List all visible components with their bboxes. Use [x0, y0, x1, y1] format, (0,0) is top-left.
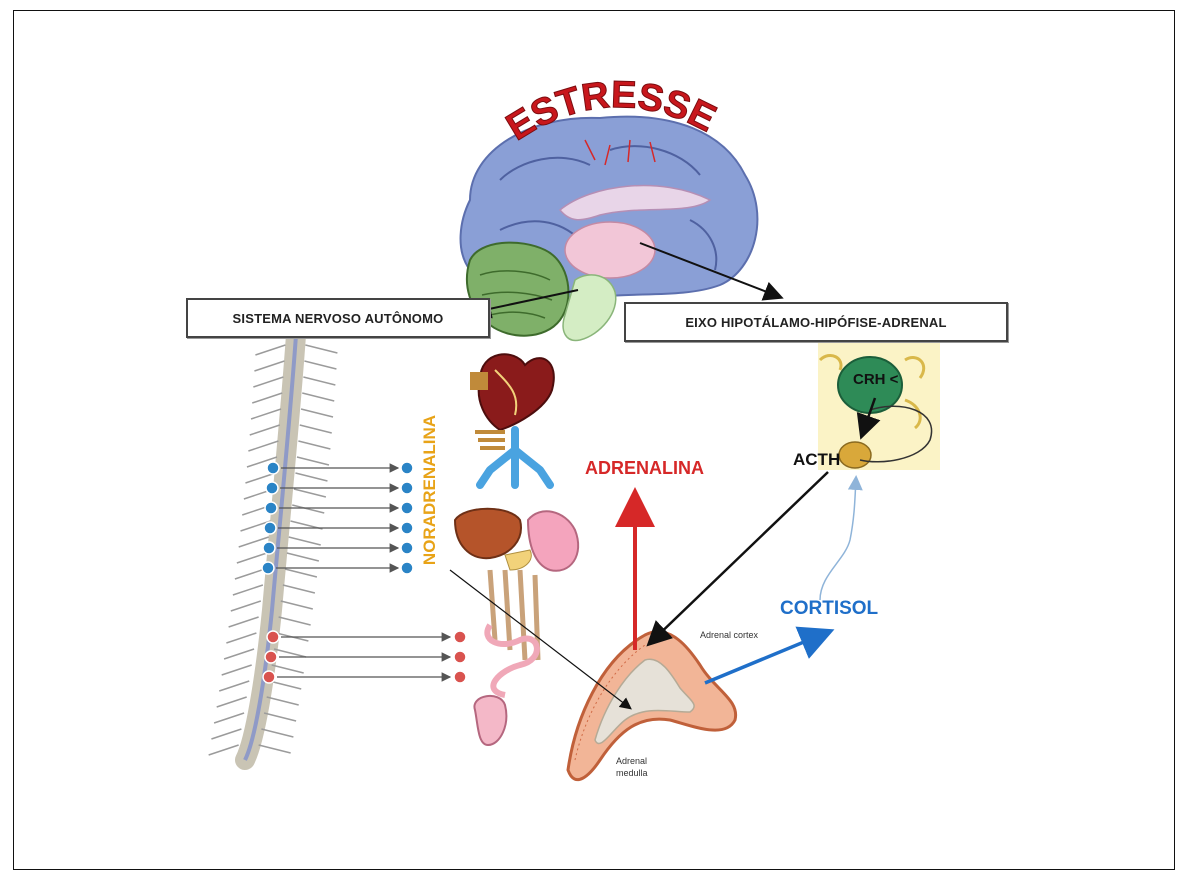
parasympathetic-ganglion: [454, 651, 466, 663]
heart-illustration: [470, 354, 554, 430]
sympathetic-ganglion: [401, 502, 413, 514]
arrow-cortisol-feedback: [820, 478, 856, 600]
sympathetic-ganglion: [401, 542, 413, 554]
hpa-label: EIXO HIPOTÁLAMO-HIPÓFISE-ADRENAL: [685, 315, 946, 330]
adrenal-cortex-label: Adrenal cortex: [700, 630, 758, 640]
sympathetic-ganglion: [401, 462, 413, 474]
parasympathetic-ganglion: [454, 671, 466, 683]
bladder-illustration: [474, 696, 506, 745]
sympathetic-ganglion: [401, 522, 413, 534]
adrenalina-label: ADRENALINA: [585, 458, 704, 479]
crh-label: CRH <: [853, 371, 898, 388]
cortisol-label: CORTISOL: [780, 598, 878, 620]
sna-box: SISTEMA NERVOSO AUTÔNOMO: [186, 298, 490, 338]
liver-stomach-illustration: [455, 509, 578, 571]
parasympathetic-ganglion: [263, 671, 275, 683]
sympathetic-ganglion: [401, 482, 413, 494]
sympathetic-ganglion: [266, 482, 278, 494]
parasympathetic-ganglion: [267, 631, 279, 643]
sympathetic-ganglion: [263, 542, 275, 554]
intestine-illustration: [487, 570, 538, 695]
arrow-nerve-to-adrenal: [450, 570, 630, 708]
acth-label: ACTH: [793, 450, 840, 470]
sympathetic-ganglion: [267, 462, 279, 474]
adrenal-medulla-label: Adrenal: [616, 756, 647, 766]
hpa-box: EIXO HIPOTÁLAMO-HIPÓFISE-ADRENAL: [624, 302, 1008, 342]
parasympathetic-ganglion: [265, 651, 277, 663]
sympathetic-ganglion: [265, 502, 277, 514]
noradrenalina-label: NORADRENALINA: [420, 415, 440, 565]
sympathetic-ganglion: [401, 562, 413, 574]
lungs-bronchi-illustration: [475, 430, 550, 485]
adrenal-medulla-label-2: medulla: [616, 768, 648, 778]
parasympathetic-ganglion: [454, 631, 466, 643]
sna-label: SISTEMA NERVOSO AUTÔNOMO: [233, 311, 444, 326]
adrenal-gland-illustration: [568, 632, 736, 780]
sympathetic-ganglion: [264, 522, 276, 534]
sympathetic-ganglion: [262, 562, 274, 574]
